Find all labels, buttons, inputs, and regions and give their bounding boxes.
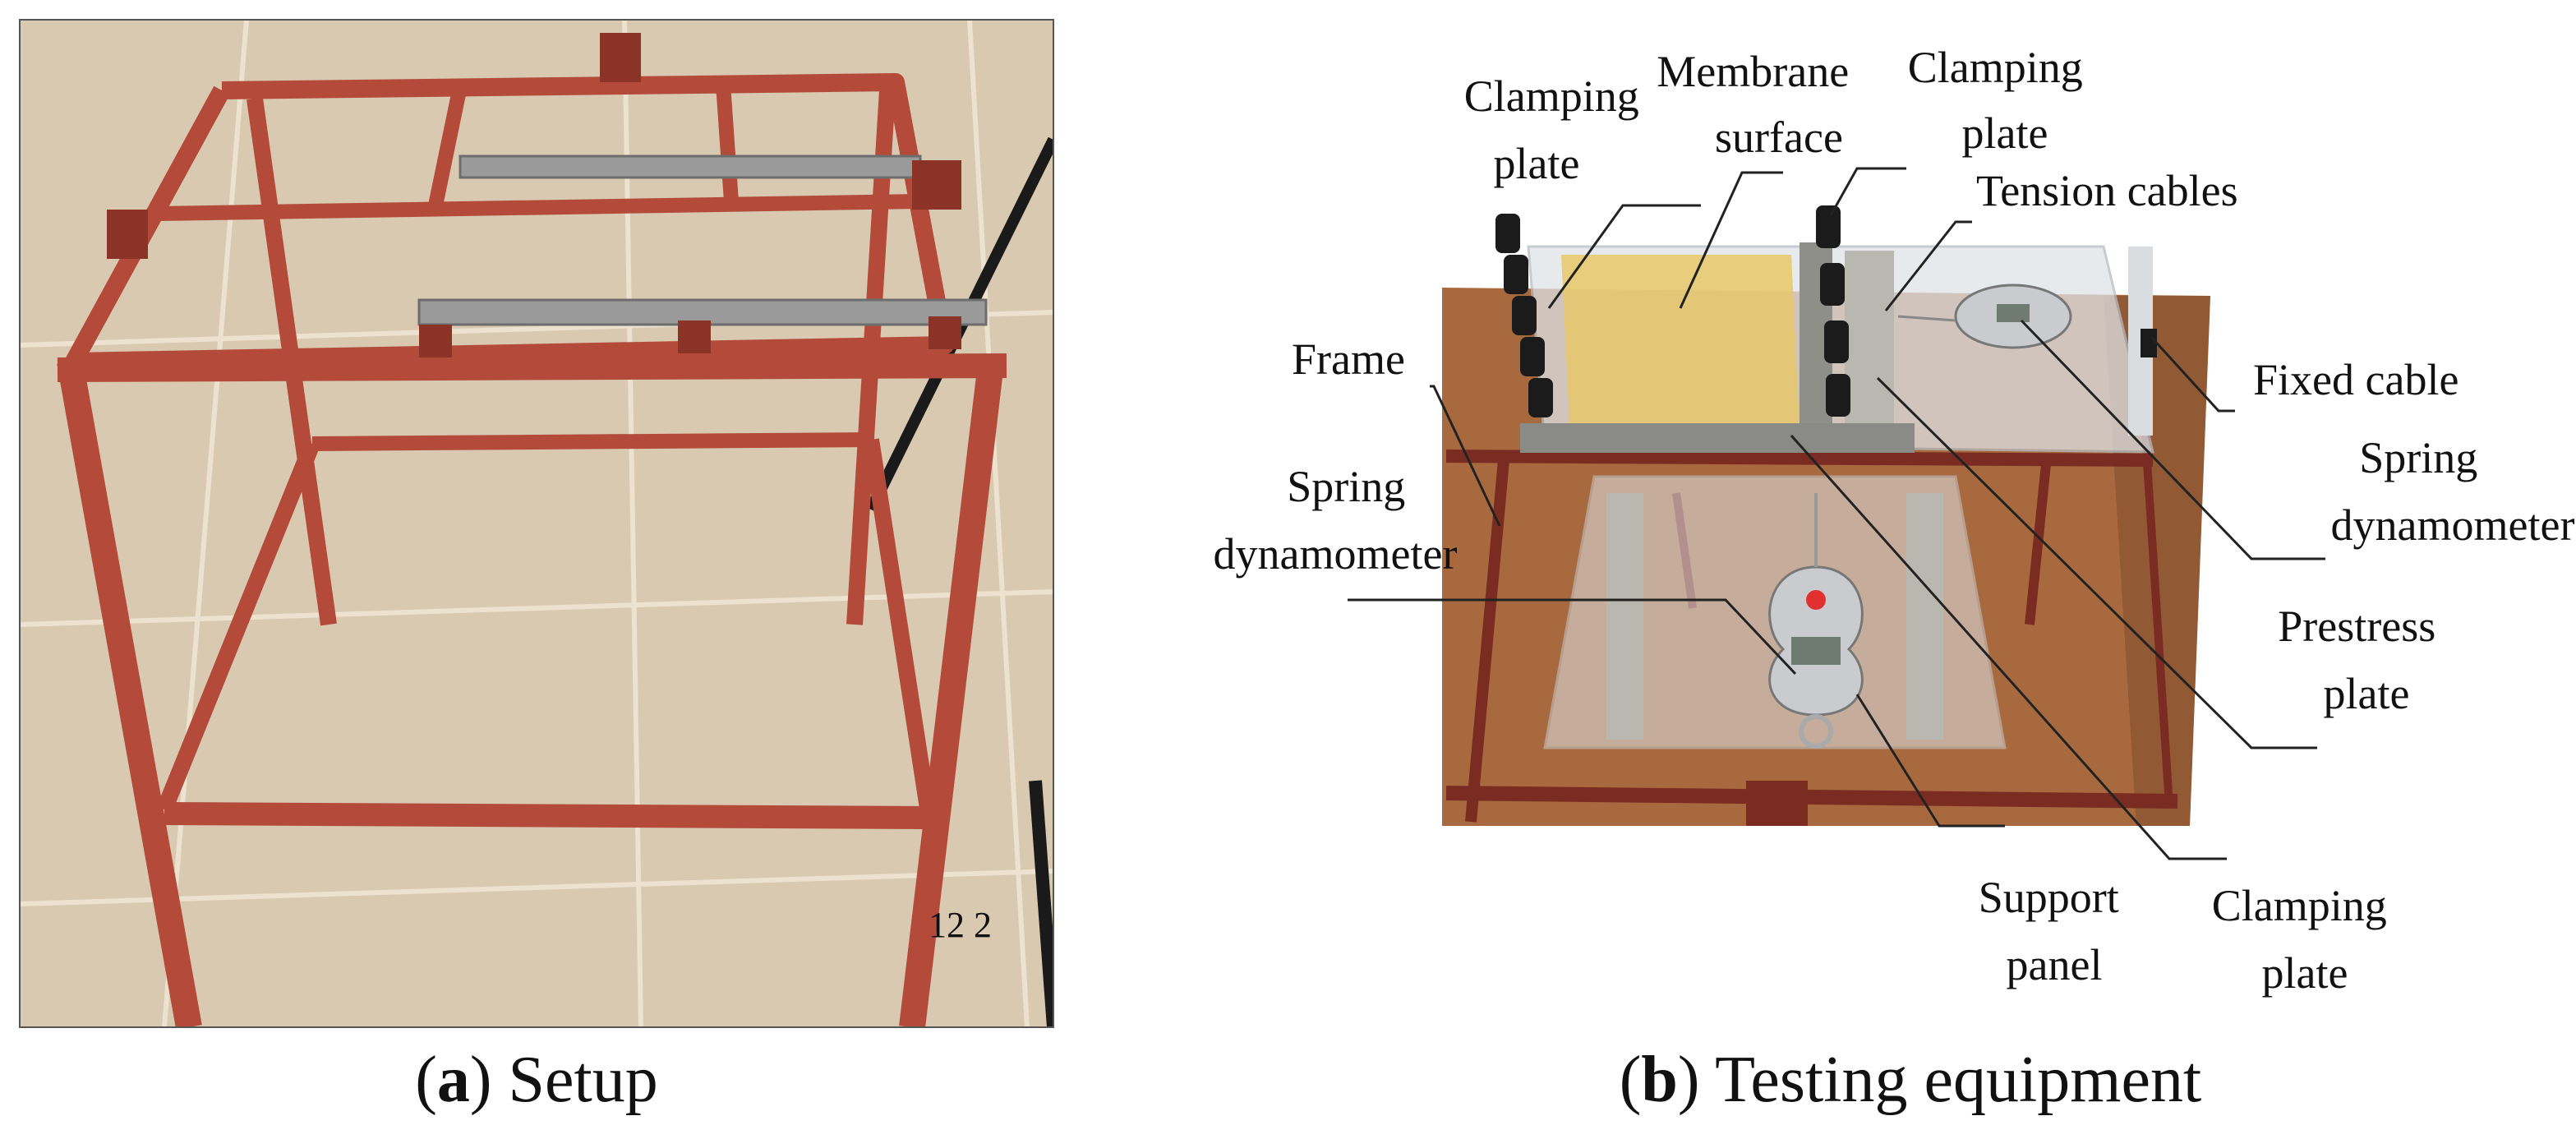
callout-membrane-surface [1679, 171, 1783, 309]
tripod-leg-lower [1029, 780, 1053, 1027]
photo-border-a [19, 19, 1054, 1028]
middle-clamps [1816, 205, 1850, 417]
panel-b: Clamping plate Membrane surface Clamping… [1214, 43, 2575, 1116]
left-clamps [1495, 214, 1553, 417]
label-prestress-plate: Prestress plate [2278, 602, 2446, 718]
photo-date-stamp: 12 2 [929, 905, 992, 945]
label-support-panel: Support panel [1979, 873, 2131, 989]
steel-frame [57, 73, 1007, 1027]
caption-b: (b) Testing equipment [1620, 1044, 2201, 1116]
callout-clamping-plate-left [1547, 204, 1701, 309]
label-membrane-surface: Membrane surface [1657, 47, 1859, 162]
caption-b-text: Testing equipment [1715, 1044, 2201, 1116]
label-fixed-cable: Fixed cable [2253, 355, 2458, 404]
callout-clamping-plate-bottom [1790, 435, 2227, 860]
labels: Clamping plate Membrane surface Clamping… [1214, 43, 2575, 998]
label-frame: Frame [1292, 334, 1405, 384]
caption-a-letter: a [437, 1044, 470, 1116]
frame-blocks [107, 33, 961, 357]
setup-photo: 12 2 [20, 20, 1053, 1027]
callout-tension-cables [1884, 220, 1972, 311]
bottom-clamp-bar [1520, 423, 1915, 453]
callout-fixed-cable [2150, 335, 2235, 413]
membrane [1561, 255, 1800, 427]
callout-spring-dynamometer-left [1348, 598, 1797, 676]
right-clamp-bar [1845, 251, 1894, 448]
lower-dynamometer [1768, 493, 1864, 749]
fixed-cable-clamp [2141, 329, 2157, 357]
callout-clamping-plate-top [1829, 167, 1906, 216]
label-tension-cables: Tension cables [1976, 166, 2238, 215]
caption-a-text: Setup [509, 1044, 658, 1116]
caption-a: (a) Setup [415, 1044, 658, 1116]
label-clamping-plate-left: Clamping plate [1464, 71, 1651, 188]
label-clamping-plate-top: Clamping plate [1908, 43, 2094, 158]
callout-frame [1430, 385, 1501, 527]
floor-tiles [20, 20, 1053, 1027]
label-clamping-plate-bottom: Clamping plate [2212, 881, 2399, 998]
callout-prestress-plate [1876, 376, 2317, 749]
caption-b-letter: b [1641, 1044, 1678, 1116]
panel-a: 12 2 (a) Setup [19, 19, 1054, 1116]
support-bar-right [1906, 493, 1943, 740]
support-bar-left [1606, 493, 1643, 740]
callout-support-panel [1855, 694, 2005, 828]
label-spring-dynamometer-right: Spring dynamometer [2331, 433, 2575, 550]
callout-spring-dynamometer-right [2020, 319, 2325, 560]
label-spring-dynamometer-left: Spring dynamometer [1214, 462, 1458, 579]
upper-dynamometer-screen [1997, 304, 2030, 322]
front-latch [1746, 781, 1808, 826]
callout-lines [1348, 167, 2325, 860]
